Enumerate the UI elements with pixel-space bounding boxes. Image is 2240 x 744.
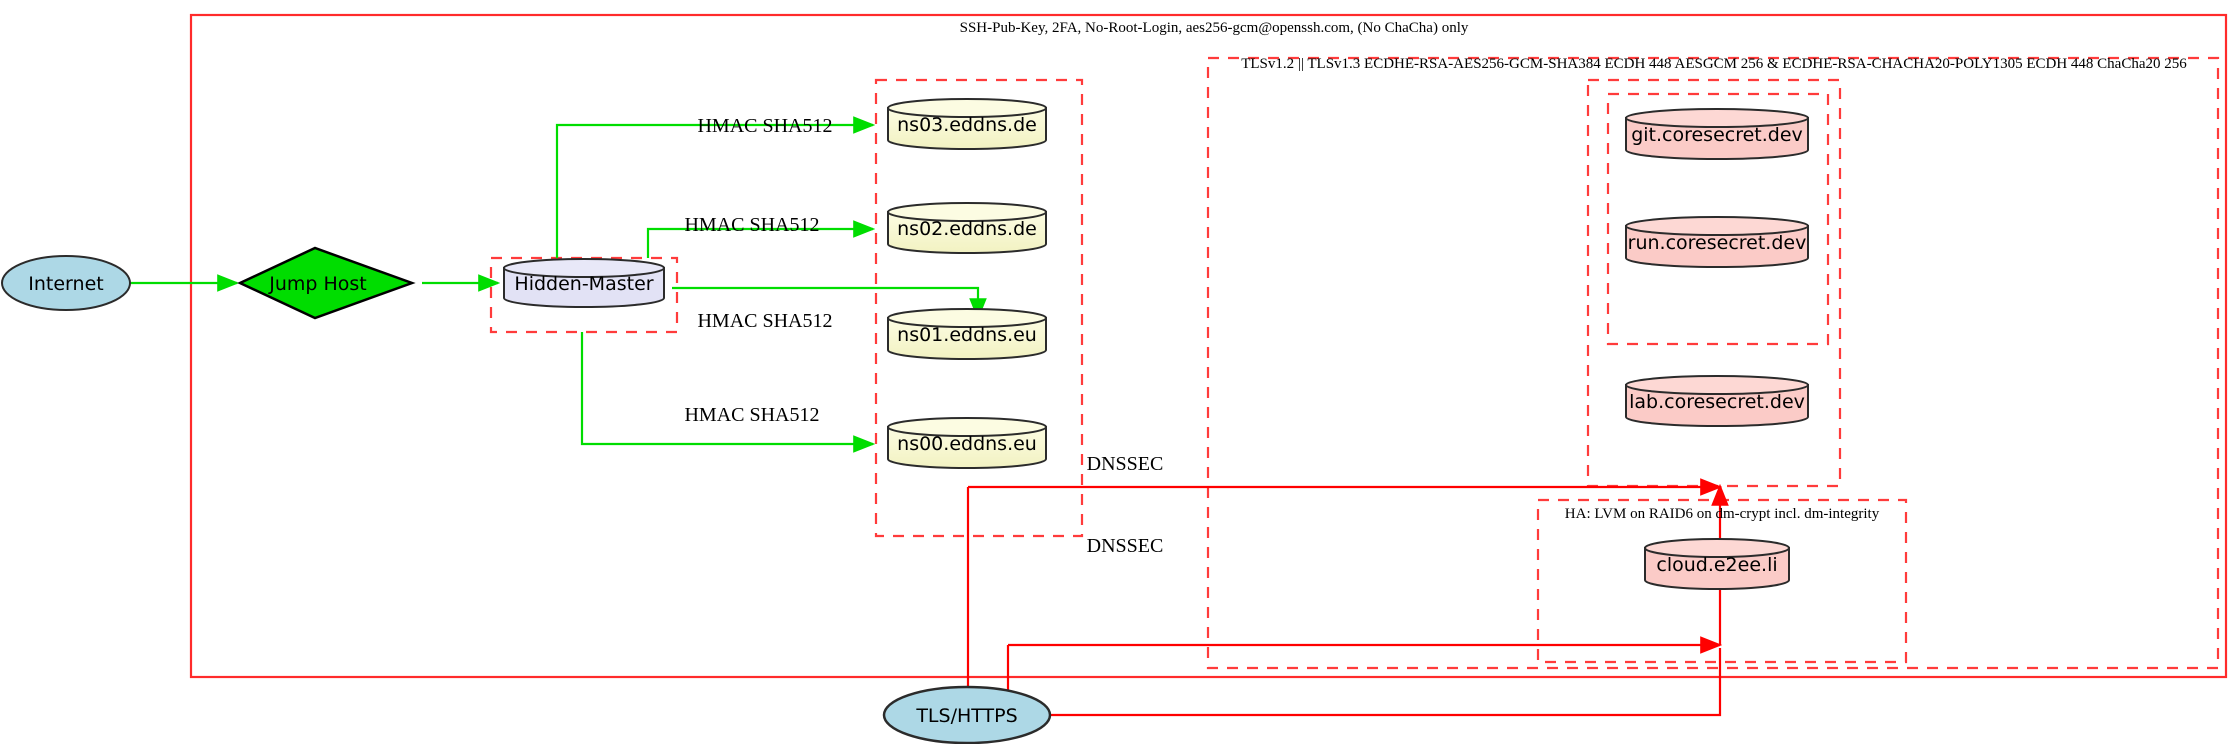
- node-ns02[interactable]: ns02.eddns.de: [887, 202, 1047, 254]
- node-ns01[interactable]: ns01.eddns.eu: [887, 308, 1047, 360]
- annotation-ssh-policy: SSH-Pub-Key, 2FA, No-Root-Login, aes256-…: [960, 20, 1469, 36]
- jump-host-label: Jump Host: [268, 273, 367, 295]
- cluster-coresecret-inner: [1606, 92, 1830, 346]
- cluster-nameservers: [874, 78, 1084, 538]
- edge-hiddenmaster-to-ns01: [672, 286, 987, 321]
- git-coresecret-label: git.coresecret.dev: [1631, 124, 1803, 146]
- hidden-master-label: Hidden-Master: [514, 273, 653, 295]
- edge-label-dnssec-lower: DNSSEC: [1087, 535, 1164, 557]
- cluster-tls-zone: [1206, 56, 2220, 670]
- edge-hiddenmaster-to-ns02: [646, 220, 876, 258]
- ns03-label: ns03.eddns.de: [897, 114, 1037, 136]
- edge-label-hmac-ns01: HMAC SHA512: [697, 310, 832, 332]
- outer-security-boundary: [189, 13, 2228, 679]
- node-run-coresecret[interactable]: run.coresecret.dev: [1625, 216, 1809, 268]
- cloud-e2ee-label: cloud.e2ee.li: [1656, 554, 1777, 576]
- edge-tlshttps-to-right: [1048, 648, 1722, 717]
- edge-hiddenmaster-to-ns03: [555, 116, 876, 258]
- internet-label: Internet: [28, 273, 103, 295]
- edge-label-dnssec-upper: DNSSEC: [1087, 453, 1164, 475]
- jump-host-diamond: [237, 246, 416, 320]
- run-coresecret-label: run.coresecret.dev: [1628, 232, 1807, 254]
- ns00-label: ns00.eddns.eu: [897, 433, 1037, 455]
- edge-hiddenmaster-to-ns00: [580, 332, 876, 453]
- node-jump-host[interactable]: Jump Host: [237, 246, 416, 320]
- tls-https-label: TLS/HTTPS: [915, 705, 1017, 727]
- ns01-label: ns01.eddns.eu: [897, 324, 1037, 346]
- edge-label-hmac-ns02: HMAC SHA512: [684, 214, 819, 236]
- edge-label-hmac-ns00: HMAC SHA512: [684, 404, 819, 426]
- annotation-ha-policy: HA: LVM on RAID6 on dm-crypt incl. dm-in…: [1565, 506, 1880, 522]
- edge-label-hmac-ns03: HMAC SHA512: [697, 115, 832, 137]
- node-hidden-master[interactable]: Hidden-Master: [503, 258, 665, 308]
- node-tls-https[interactable]: TLS/HTTPS: [882, 685, 1052, 744]
- node-git-coresecret[interactable]: git.coresecret.dev: [1625, 108, 1809, 160]
- node-internet[interactable]: Internet: [1, 255, 131, 311]
- internet-ellipse: [1, 255, 131, 311]
- lab-coresecret-label: lab.coresecret.dev: [1629, 391, 1805, 413]
- node-lab-coresecret[interactable]: lab.coresecret.dev: [1625, 375, 1809, 427]
- ns02-label: ns02.eddns.de: [897, 218, 1037, 240]
- node-ns00[interactable]: ns00.eddns.eu: [887, 417, 1047, 469]
- node-cloud-e2ee[interactable]: cloud.e2ee.li: [1644, 538, 1790, 590]
- node-ns03[interactable]: ns03.eddns.de: [887, 98, 1047, 150]
- tls-https-ellipse: [882, 685, 1052, 744]
- annotation-tls-policy: TLSv1.2 || TLSv1.3 ECDHE-RSA-AES256-GCM-…: [1241, 56, 2187, 72]
- cluster-hidden-master: [489, 256, 679, 334]
